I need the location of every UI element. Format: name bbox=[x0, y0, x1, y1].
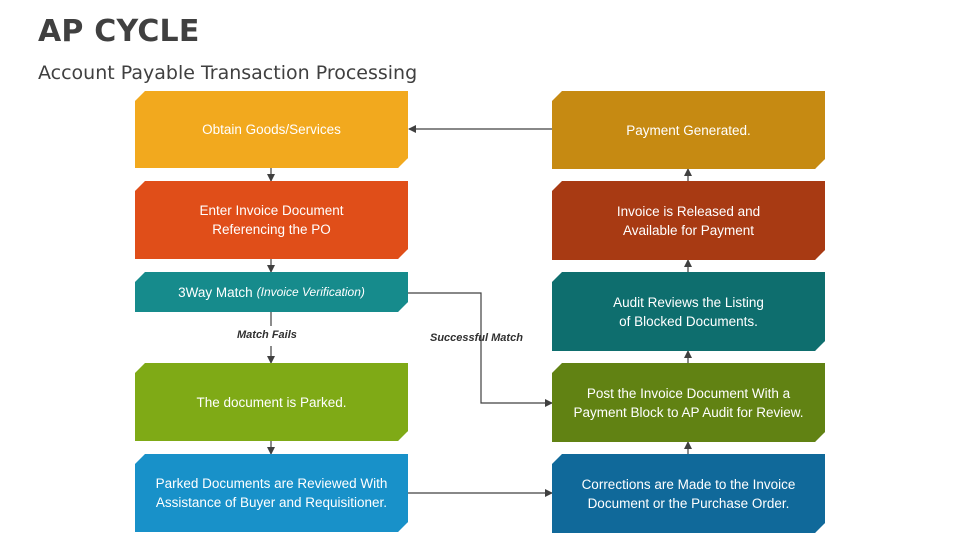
step-corrections-made: Corrections are Made to the Invoice Docu… bbox=[552, 454, 825, 533]
page-title: AP CYCLE bbox=[38, 14, 200, 49]
step-3way-match-note: (Invoice Verification) bbox=[256, 284, 365, 299]
step-document-parked-text: The document is Parked. bbox=[196, 394, 347, 410]
step-audit-reviews-text: Audit Reviews the Listing of Blocked Doc… bbox=[613, 294, 764, 329]
step-post-invoice-block-text: Post the Invoice Document With a Payment… bbox=[573, 385, 804, 420]
step-post-invoice-block: Post the Invoice Document With a Payment… bbox=[552, 363, 825, 442]
step-invoice-released: Invoice is Released and Available for Pa… bbox=[552, 181, 825, 260]
step-enter-invoice: Enter Invoice Document Referencing the P… bbox=[135, 181, 408, 259]
page-subtitle: Account Payable Transaction Processing bbox=[38, 62, 418, 84]
step-payment-generated: Payment Generated. bbox=[552, 91, 825, 169]
step-invoice-released-text: Invoice is Released and Available for Pa… bbox=[616, 203, 761, 238]
step-enter-invoice-text: Enter Invoice Document Referencing the P… bbox=[199, 203, 344, 237]
step-audit-reviews: Audit Reviews the Listing of Blocked Doc… bbox=[552, 272, 825, 351]
step-obtain-goods: Obtain Goods/Services bbox=[135, 91, 408, 168]
step-3way-match: 3Way Match(Invoice Verification) bbox=[135, 272, 408, 312]
step-document-parked: The document is Parked. bbox=[135, 363, 408, 441]
step-3way-match-text: 3Way Match bbox=[178, 284, 253, 300]
step-parked-reviewed: Parked Documents are Reviewed With Assis… bbox=[135, 454, 408, 532]
label-match-fails: Match Fails bbox=[237, 329, 297, 341]
label-successful-match: Successful Match bbox=[430, 332, 523, 344]
step-obtain-goods-text: Obtain Goods/Services bbox=[202, 122, 341, 137]
step-payment-generated-text: Payment Generated. bbox=[626, 122, 751, 138]
step-parked-reviewed-text: Parked Documents are Reviewed With Assis… bbox=[155, 476, 388, 510]
step-corrections-made-text: Corrections are Made to the Invoice Docu… bbox=[581, 476, 796, 511]
arrow-3way-to-post bbox=[408, 292, 553, 407]
